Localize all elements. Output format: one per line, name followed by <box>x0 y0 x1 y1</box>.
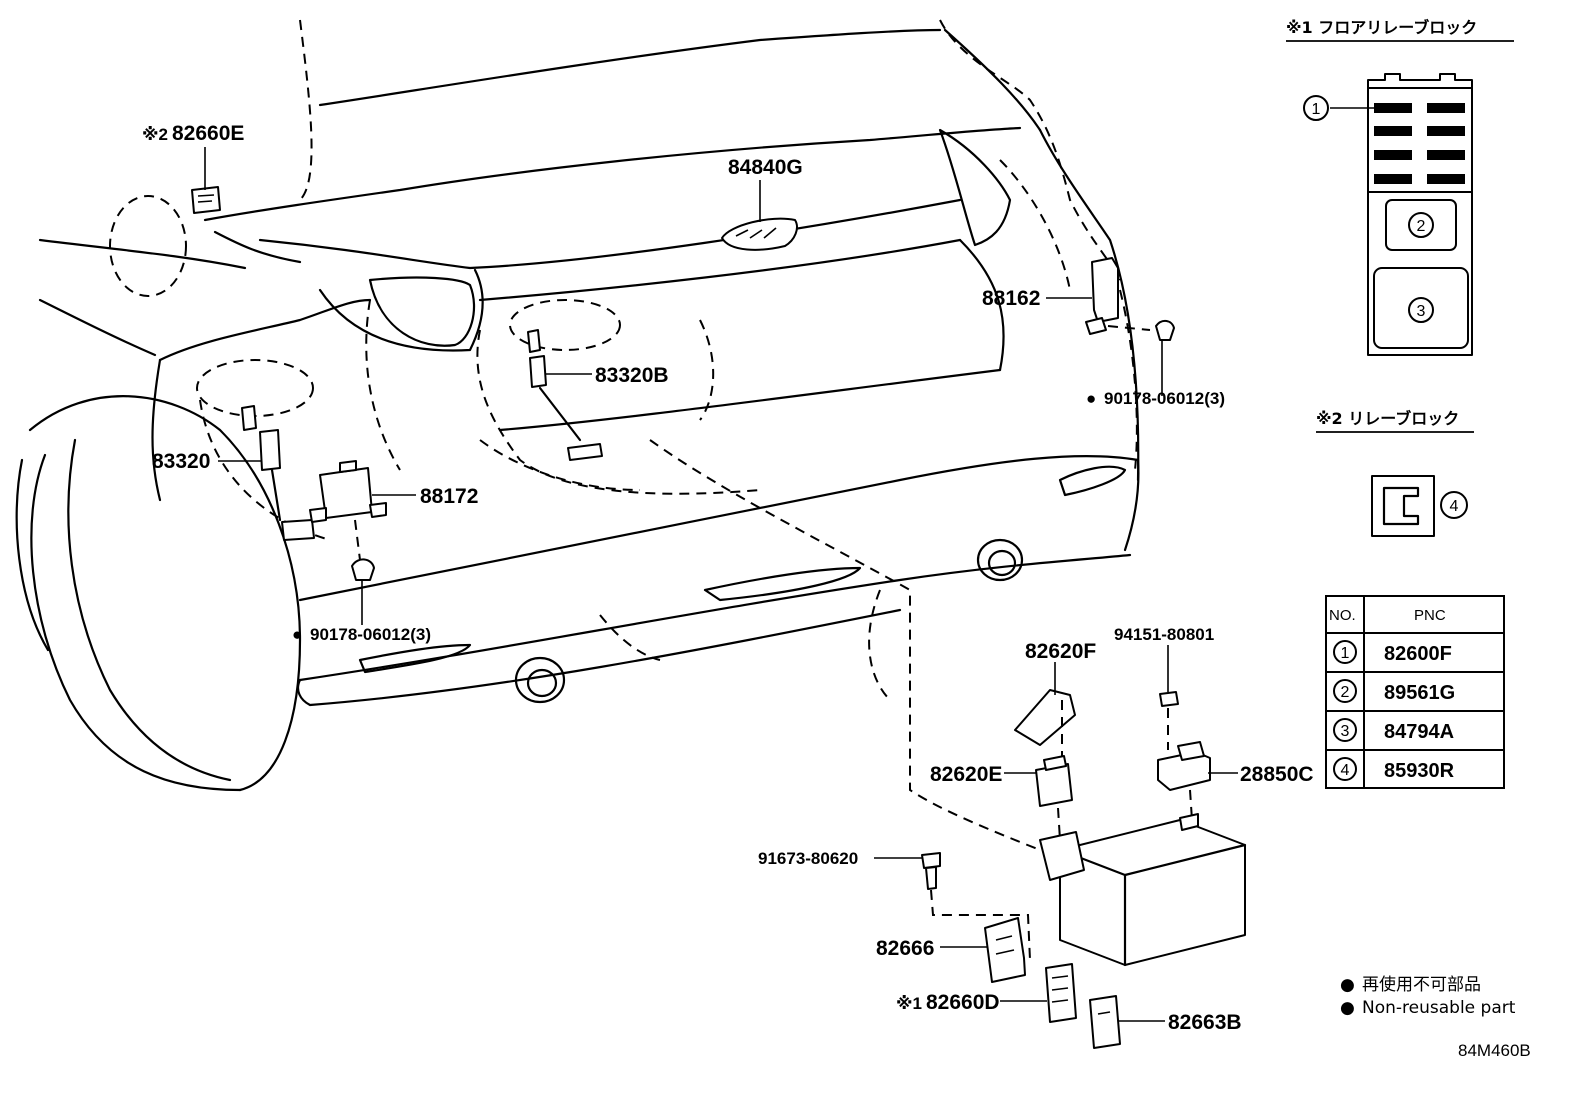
table-row-no: 4 <box>1341 762 1350 779</box>
legend-en: Non-reusable part <box>1362 998 1516 1018</box>
table-row-no: 3 <box>1341 723 1350 740</box>
part-88172-graphic <box>309 460 387 581</box>
callout-2: 2 <box>1417 218 1426 235</box>
legend-dot-jp: ● <box>1340 975 1355 995</box>
table-row-pnc: 82600F <box>1384 643 1452 665</box>
label-28850C: 28850C <box>1240 763 1314 786</box>
part-82620E-graphic <box>1035 755 1073 841</box>
callout-4: 4 <box>1450 498 1459 515</box>
legend: ● 再使用不可部品 ● Non-reusable part <box>1340 974 1516 1018</box>
routing-dashed-line <box>649 439 1041 851</box>
table-row-pnc: 85930R <box>1384 760 1455 782</box>
label-82660E: 82660E <box>172 122 244 145</box>
inset-relay-block: ※2 リレーブロック 4 <box>1316 409 1474 537</box>
part-84840G-graphic <box>721 217 798 251</box>
label-82620F: 82620F <box>1025 640 1096 663</box>
inset1-title: ※1 フロアリレーブロック <box>1286 18 1477 37</box>
inset2-title: ※2 リレーブロック <box>1316 409 1459 428</box>
battery-graphic <box>1039 813 1247 967</box>
table-row-pnc: 89561G <box>1384 682 1455 704</box>
label-94151-80801: 94151-80801 <box>1114 625 1214 644</box>
ref2-mark: ※2 <box>142 125 168 144</box>
label-83320B: 83320B <box>595 364 669 387</box>
part-88162-graphic <box>1085 257 1175 341</box>
legend-jp: 再使用不可部品 <box>1362 974 1481 995</box>
part-28850C-graphic <box>1157 741 1211 821</box>
diagram-code: 84M460B <box>1458 1041 1531 1060</box>
leader-lines <box>204 147 1238 1022</box>
part-94151-80801-graphic <box>1159 691 1179 750</box>
label-82660D: 82660D <box>926 991 1000 1014</box>
label-91673-80620: 91673-80620 <box>758 849 858 868</box>
label-82666: 82666 <box>876 937 934 960</box>
label-90178-06012-left: 90178-06012(3) <box>310 625 431 644</box>
table-header-no: NO. <box>1329 607 1356 624</box>
label-88162: 88162 <box>982 287 1040 310</box>
part-82660E-graphic <box>191 186 221 214</box>
ref1-mark: ※1 <box>896 994 922 1013</box>
non-reusable-dot-right: ● <box>1086 389 1096 408</box>
part-83320-graphic <box>241 405 315 541</box>
label-82620E: 82620E <box>930 763 1002 786</box>
inset-floor-relay-block: ※1 フロアリレーブロック 1 2 3 <box>1286 18 1514 356</box>
table-row-no: 1 <box>1341 645 1350 662</box>
part-82620F-graphic <box>1014 689 1076 760</box>
table-header-pnc: PNC <box>1414 607 1446 624</box>
label-82663B: 82663B <box>1168 1011 1242 1034</box>
part-91673-80620-graphic <box>921 852 1031 961</box>
pnc-table: NO. PNC 1 82600F 2 89561G 3 84794A 4 859… <box>1325 595 1505 789</box>
label-84840G: 84840G <box>728 156 803 179</box>
label-90178-06012-right: 90178-06012(3) <box>1104 389 1225 408</box>
part-82663B-graphic <box>1089 995 1121 1049</box>
table-row-pnc: 84794A <box>1384 721 1454 743</box>
part-82660D-graphic <box>1045 963 1077 1023</box>
label-88172: 88172 <box>420 485 478 508</box>
non-reusable-dot-left: ● <box>292 625 302 644</box>
part-83320B-graphic <box>527 329 603 461</box>
part-82666-graphic <box>984 917 1026 983</box>
legend-dot-en: ● <box>1340 998 1355 1018</box>
callout-1: 1 <box>1312 101 1321 118</box>
callout-3: 3 <box>1417 303 1426 320</box>
vehicle-body-outline <box>15 19 1140 792</box>
table-row-no: 2 <box>1341 684 1350 701</box>
label-83320: 83320 <box>152 450 210 473</box>
